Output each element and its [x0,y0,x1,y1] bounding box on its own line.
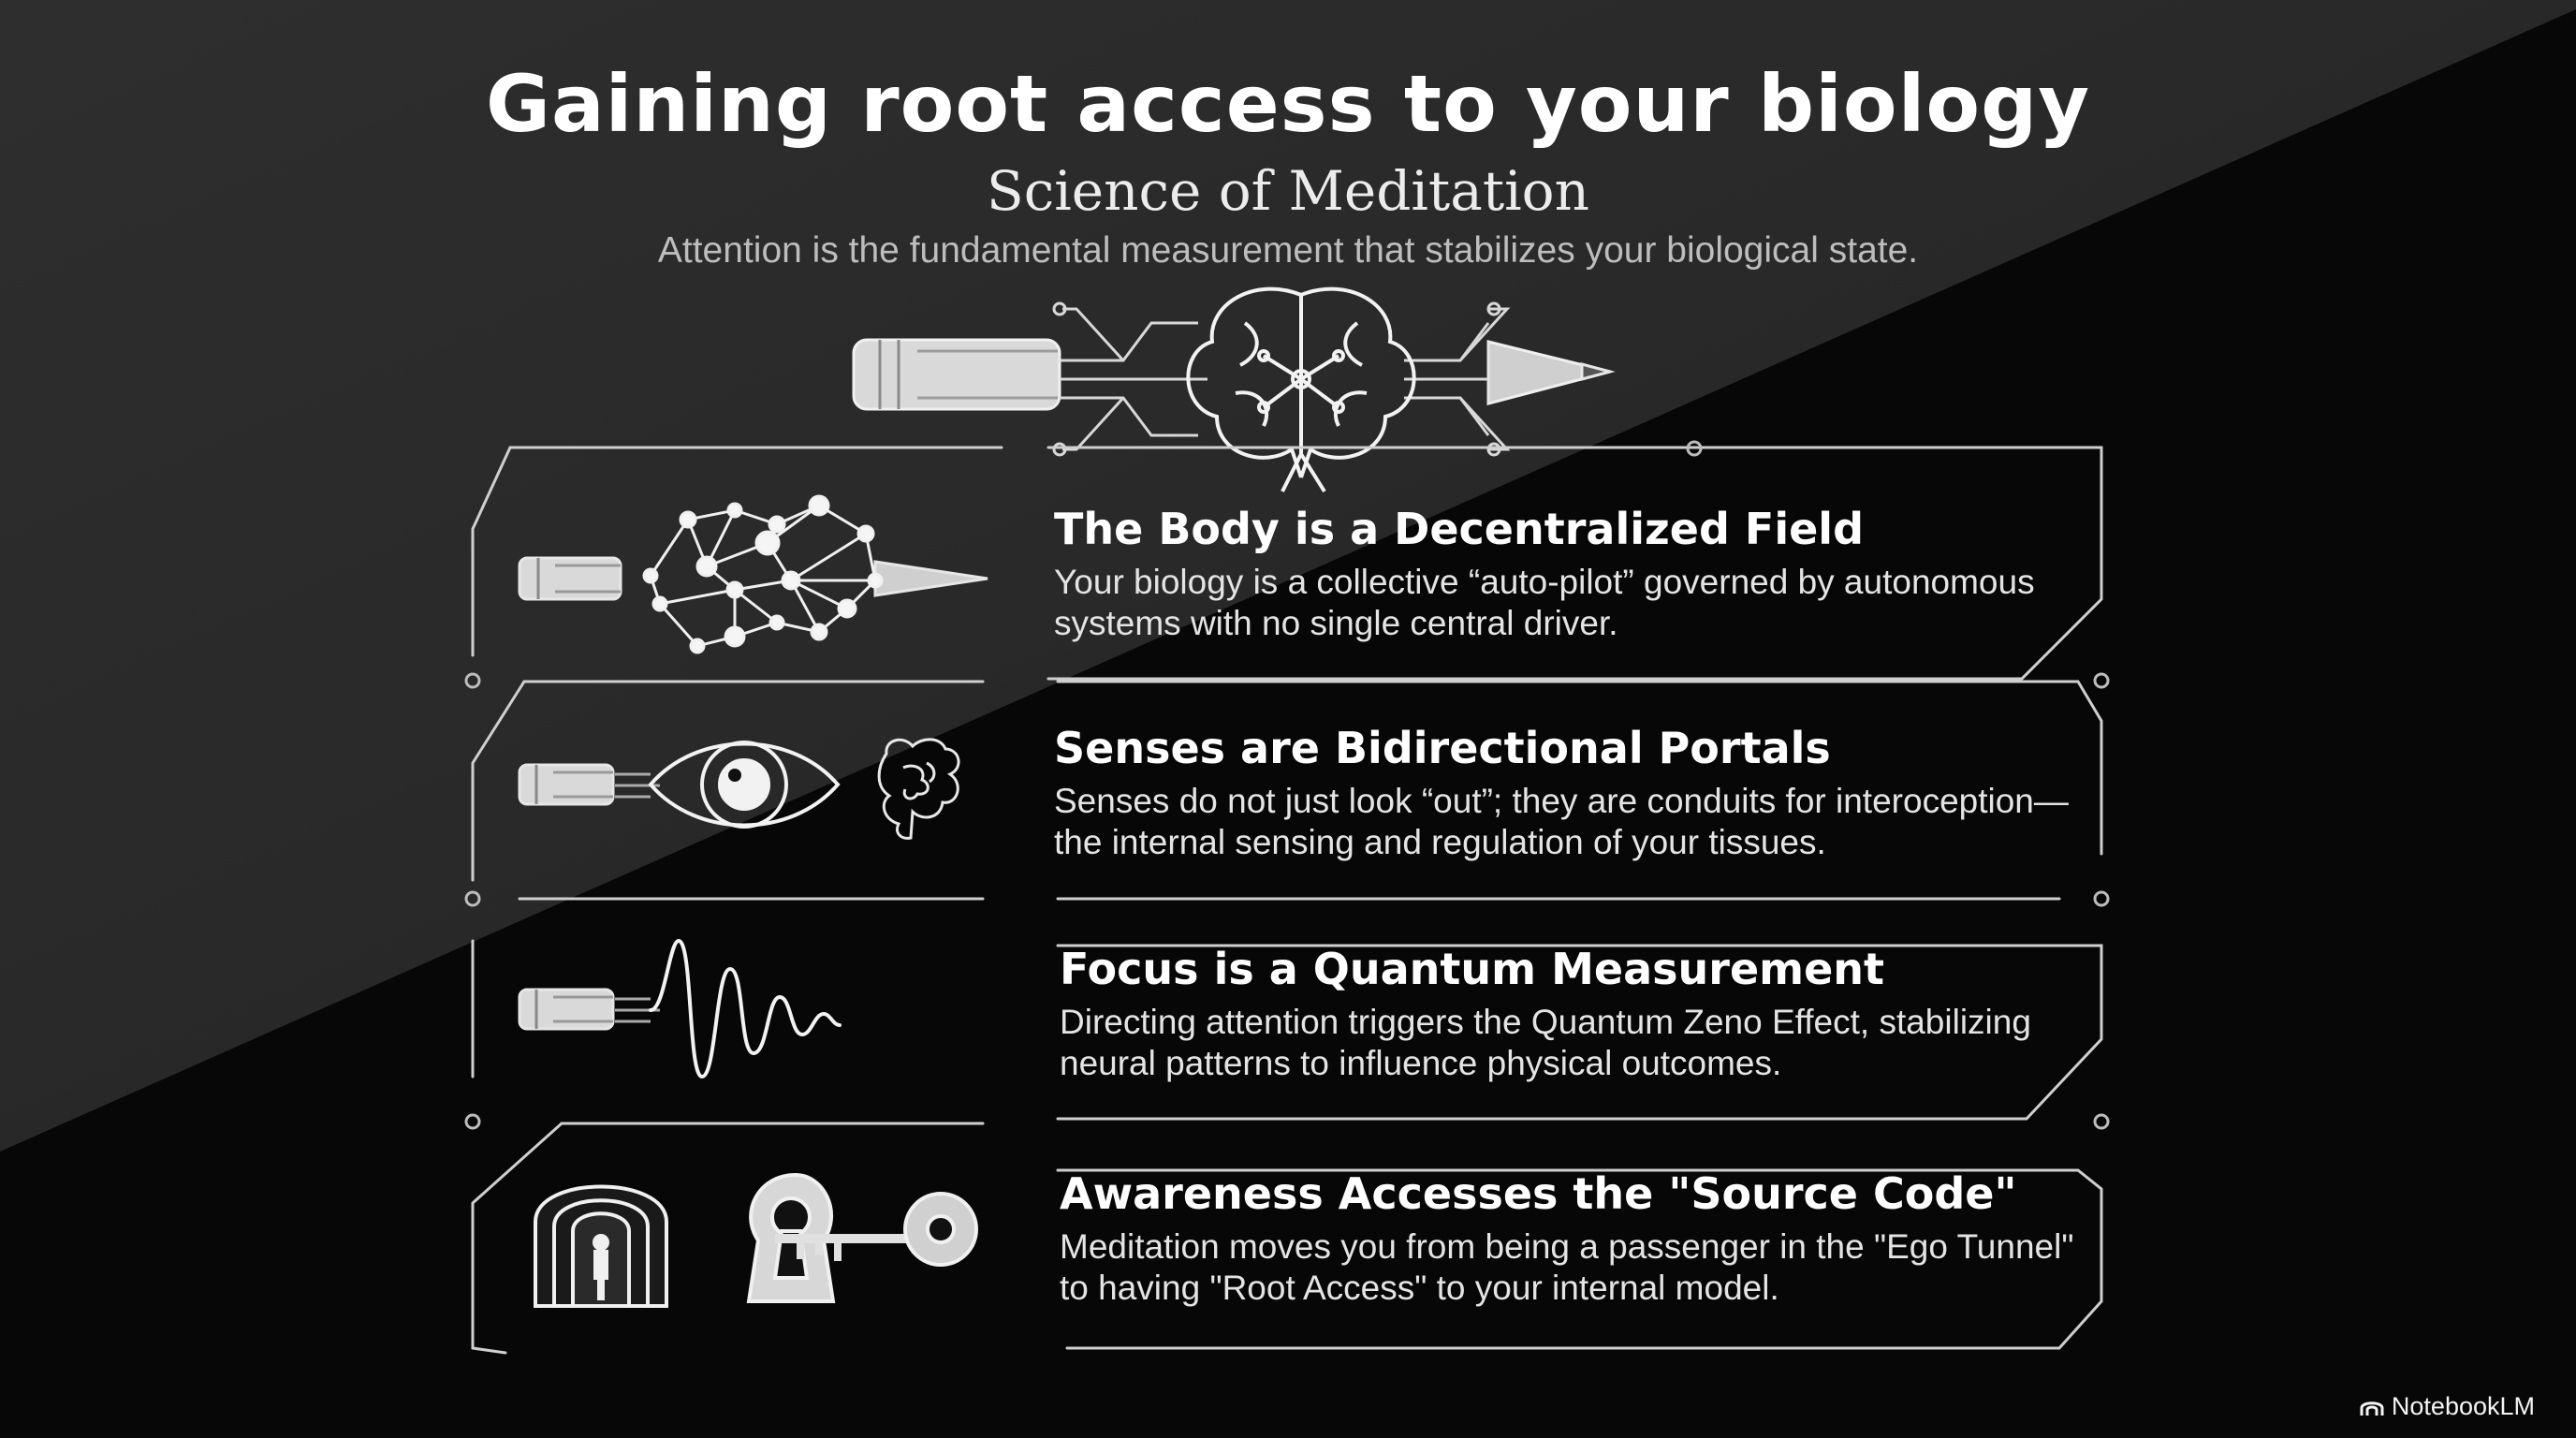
eye-icon [648,741,841,829]
section-4-title: Awareness Accesses the "Source Code" [1060,1168,2017,1219]
pencil-icon [852,338,1616,411]
section-1-illustration [518,494,988,654]
notebooklm-branding: NotebookLM [2360,1392,2535,1421]
keyhole-key-icon [746,1172,978,1303]
gut-icon [877,738,960,840]
section-3-illustration [518,938,842,1079]
brain-circuit-icon [1186,286,1416,493]
tunnel-icon [534,1184,668,1308]
section-3-title: Focus is a Quantum Measurement [1060,944,1885,994]
pencil-icon [518,763,660,806]
network-icon [642,494,884,654]
section-1-title: The Body is a Decentralized Field [1054,504,1864,554]
pencil-icon [518,988,660,1031]
section-3-description: Directing attention triggers the Quantum… [1060,1003,2031,1082]
wave-icon [649,938,842,1079]
section-4-description: Meditation moves you from being a passen… [1060,1227,2074,1307]
pencil-icon [518,556,988,601]
notebooklm-logo-icon [2360,1401,2384,1416]
brand-name: NotebookLM [2391,1392,2535,1420]
page-subtitle: Science of Meditation [987,159,1589,223]
hero-illustration [852,286,1616,493]
section-2-description: Senses do not just look “out”; they are … [1054,782,2069,861]
section-2-illustration [518,738,960,840]
section-4-illustration [534,1172,978,1308]
section-1-description: Your biology is a collective “auto-pilot… [1054,563,2035,642]
page-tagline: Attention is the fundamental measurement… [657,230,1919,271]
section-2-title: Senses are Bidirectional Portals [1054,723,1831,773]
circuit-lines [1052,301,1511,457]
page-title: Gaining root access to your biology [486,58,2090,150]
